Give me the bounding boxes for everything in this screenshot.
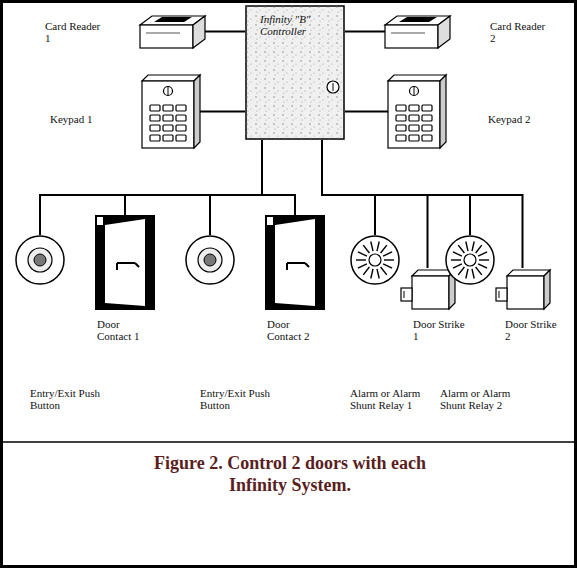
door-icon [265, 215, 325, 310]
strike-icon [400, 268, 455, 310]
keypad-node: Keypad 1 [142, 75, 200, 148]
button-node: Entry/Exit Push Button [185, 235, 235, 285]
device-label: Keypad 2 [488, 113, 548, 125]
wire-connector [200, 111, 245, 113]
wire-connector [262, 140, 295, 215]
keypad-icon [142, 75, 200, 148]
reader-node: Card Reader 2 [385, 15, 450, 48]
reader-node: Card Reader 1 [140, 15, 205, 48]
device-label: Alarm or Alarm Shunt Relay 2 [440, 387, 512, 411]
device-label: Alarm or Alarm Shunt Relay 1 [350, 387, 422, 411]
device-label: Door Strike 2 [505, 318, 557, 342]
relay-node: Alarm or Alarm Shunt Relay 1 [350, 235, 400, 285]
device-label: Door Strike 1 [413, 318, 465, 342]
device-label: Card Reader 1 [45, 20, 103, 44]
reader-icon [140, 15, 205, 48]
wire-connector [205, 31, 245, 33]
device-label: Card Reader 2 [490, 20, 548, 44]
wire-connector [322, 140, 523, 268]
strike-node: Door Strike 2 [495, 268, 550, 310]
figure-caption: Figure 2. Control 2 doors with each Infi… [145, 452, 435, 496]
relay-icon [445, 235, 495, 285]
door-node: Door Contact 2 [265, 215, 325, 310]
button-icon [15, 235, 65, 285]
wire-connector [210, 140, 262, 235]
wire-connector [322, 140, 470, 235]
reader-icon [385, 15, 450, 48]
strike-icon [495, 268, 550, 310]
wire-connector [345, 31, 385, 33]
button-node: Entry/Exit Push Button [15, 235, 65, 285]
button-icon [185, 235, 235, 285]
device-label: Entry/Exit Push Button [200, 387, 272, 411]
device-label: Keypad 1 [50, 113, 110, 125]
strike-node: Door Strike 1 [400, 268, 455, 310]
wire-connector [322, 140, 375, 235]
controller-label: Infinity "B" Controller [260, 13, 322, 37]
wire-connector [125, 140, 262, 215]
device-label: Door Contact 2 [267, 318, 325, 342]
device-label: Door Contact 1 [97, 318, 155, 342]
door-icon [95, 215, 155, 310]
keypad-icon [388, 75, 446, 148]
keypad-node: Keypad 2 [388, 75, 446, 148]
relay-node: Alarm or Alarm Shunt Relay 2 [445, 235, 495, 285]
device-label: Entry/Exit Push Button [30, 387, 102, 411]
controller-node: Infinity "B" Controller [245, 5, 345, 140]
wire-connector [345, 111, 388, 113]
separator [3, 441, 574, 443]
door-node: Door Contact 1 [95, 215, 155, 310]
relay-icon [350, 235, 400, 285]
